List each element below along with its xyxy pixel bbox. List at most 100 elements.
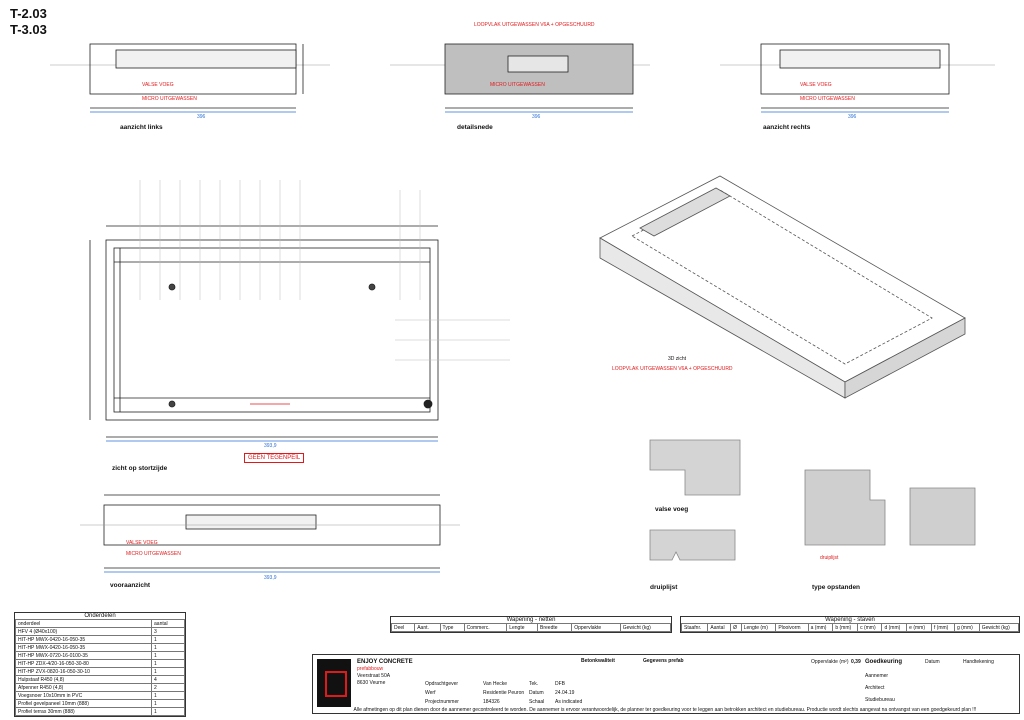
value-oppervlakte: 0,39 — [851, 659, 861, 665]
view-title-iso: 3D zicht — [668, 356, 687, 362]
dim-width-front: 393,9 — [264, 575, 277, 581]
table-cell: 3 — [151, 627, 185, 636]
drawing-code-1: T-2.03 — [10, 6, 47, 21]
note-valse-voeg-front: VALSE VOEG — [126, 540, 158, 546]
table-cell: Afpenner R450 (4,8) — [14, 683, 153, 692]
footer-disclaimer: Alle afmetingen op dit plan dienen door … — [353, 707, 977, 713]
staven-header: c (mm) — [857, 623, 883, 632]
label-gegevens-prefab: Gegevens prefab — [643, 658, 684, 664]
staven-header: Gewicht (kg) — [978, 623, 1020, 632]
table-cell: 4 — [151, 675, 185, 684]
table-cell: HIT-HP MWX-0420-16-050-35 — [14, 635, 153, 644]
value-schaal: As indicated — [555, 699, 583, 705]
company-address: Veerstraat 50A — [357, 673, 391, 679]
note-valse-voeg-left: VALSE VOEG — [142, 82, 174, 88]
dim-width-left: 396 — [197, 114, 206, 120]
label-datum: Datum — [529, 690, 544, 696]
staven-header: Ø — [730, 623, 742, 632]
table-cell: HIT-HP MWX-0720-16-0100-35 — [14, 651, 153, 660]
value-datum: 24.04.19 — [555, 690, 575, 696]
label-goedkeuring: Goedkeuring — [865, 659, 903, 665]
table-cell: 1 — [151, 707, 185, 716]
value-werf: Residentie Peuron — [483, 690, 525, 696]
note-loopvlak-top: LOOPVLAK UITGEWASSEN V6A + OPGESCHUURD — [474, 22, 595, 28]
company-name: ENJOY CONCRETE — [357, 659, 413, 665]
table-cell: 1 — [151, 699, 185, 708]
view-title-type-opstanden: type opstanden — [812, 584, 861, 591]
label-oppervlakte: Oppervlakte (m²) — [811, 659, 849, 665]
staven-header: b (mm) — [832, 623, 859, 632]
view-detail-drawing — [390, 43, 650, 113]
company-logo — [317, 659, 351, 707]
staven-header: Aantal — [707, 623, 732, 632]
staven-header: e (mm) — [906, 623, 932, 632]
dim-width-top: 393,9 — [264, 443, 277, 449]
view-title-druip: druiplijst — [650, 584, 678, 591]
note-micro-front: MICRO UITGEWASSEN — [126, 551, 181, 557]
staven-header: Lengte (m) — [740, 623, 777, 632]
note-valse-voeg-right: VALSE VOEG — [800, 82, 832, 88]
onderdelen-header: aantal — [151, 619, 185, 628]
detail-type-opstanden — [804, 469, 976, 546]
staven-header: d (mm) — [881, 623, 908, 632]
view-title-valse: valse voeg — [655, 506, 689, 513]
onderdelen-table: Onderdelen onderdeel aantal HFV 4 (Ø40x1… — [14, 612, 186, 717]
wapening-netten-table: Wapening - netten Deel Aant. Type Commer… — [390, 616, 672, 633]
staven-header: Plooivorm — [775, 623, 809, 632]
label-opdrachtgever: Opdrachtgever — [425, 681, 459, 687]
detail-druiplijst — [649, 529, 736, 561]
note-micro-detail: MICRO UITGEWASSEN — [490, 82, 545, 88]
note-loopvlak-iso: LOOPVLAK UITGEWASSEN V6A + OPGESCHUURD — [612, 366, 733, 372]
netten-header: Lengte — [506, 623, 539, 632]
onderdelen-title: Onderdelen — [84, 613, 116, 619]
table-cell: 1 — [151, 651, 185, 660]
table-cell: 1 — [151, 635, 185, 644]
wapening-staven-title: Wapening - staven — [825, 617, 875, 623]
netten-header: Aant. — [414, 623, 441, 632]
table-cell: HIT-HP MWX-0420-16-050-35 — [14, 643, 153, 652]
staven-header: g (mm) — [953, 623, 980, 632]
table-cell: HFV 4 (Ø40x100) — [14, 627, 153, 636]
netten-header: Oppervlakte — [571, 623, 621, 632]
label-werf: Werf — [425, 690, 436, 696]
table-cell: 1 — [151, 659, 185, 668]
label-betonkwaliteit: Betonkwaliteit — [581, 658, 615, 664]
staven-header: Staafnr. — [680, 623, 709, 632]
label-tek: Tek. — [529, 681, 539, 687]
label-project: Projectnummer — [425, 699, 459, 705]
view-front-drawing — [80, 494, 460, 573]
wapening-staven-table: Wapening - staven Staafnr. Aantal Ø Leng… — [680, 616, 1020, 633]
note-micro-left: MICRO UITGEWASSEN — [142, 96, 197, 102]
label-studiebureau: Studiebureau — [865, 697, 895, 703]
label-aannemer: Aannemer — [865, 673, 889, 679]
staven-header: f (mm) — [930, 623, 955, 632]
netten-header: Gewicht (kg) — [619, 623, 672, 632]
table-cell: Hulpstaaf R450 (4,8) — [14, 675, 153, 684]
company-city: 8630 Veurne — [357, 680, 386, 686]
detail-valse-voeg — [649, 439, 741, 496]
onderdelen-header: onderdeel — [14, 619, 153, 628]
view-iso-drawing — [599, 175, 966, 399]
drawing-code-2: T-3.03 — [10, 22, 47, 37]
value-project: 184326 — [483, 699, 500, 705]
value-tek: DFB — [555, 681, 565, 687]
table-cell: HIT-HP ZVX-0820-16-050-30-10 — [14, 667, 153, 676]
label-handtekening: Handtekening — [963, 659, 994, 665]
table-cell: 1 — [151, 691, 185, 700]
view-title-right: aanzicht rechts — [763, 124, 811, 131]
dim-width-detail: 396 — [532, 114, 541, 120]
view-title-left: aanzicht links — [120, 124, 163, 131]
table-cell: 1 — [151, 667, 185, 676]
table-cell: 2 — [151, 683, 185, 692]
view-title-detail: detailsnede — [457, 124, 493, 131]
table-cell: HIT-HP ZDX-4/20-16-050-30-80 — [14, 659, 153, 668]
netten-header: Type — [439, 623, 465, 632]
label-architect: Architect — [865, 685, 885, 691]
table-cell: 1 — [151, 643, 185, 652]
table-cell: Voegsnoer 10x10mm in PVC — [14, 691, 153, 700]
title-block: ENJOY CONCRETE prefabbouw Veerstraat 50A… — [312, 654, 1020, 714]
view-left-drawing — [50, 43, 330, 113]
view-title-front: vooraanzicht — [110, 582, 151, 589]
company-sub: prefabbouw — [357, 666, 384, 672]
